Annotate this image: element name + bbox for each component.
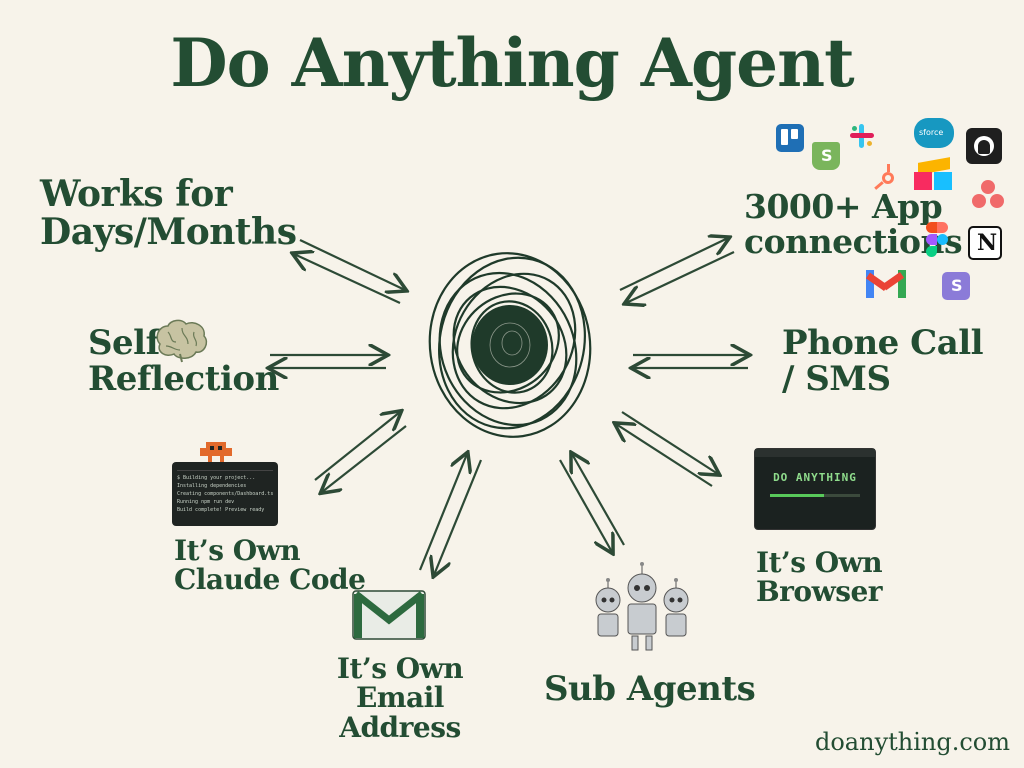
brain-icon xyxy=(156,319,208,363)
notion-icon: N xyxy=(968,226,1002,260)
trello-icon xyxy=(776,124,804,152)
asana-icon xyxy=(970,178,1006,212)
shopify-icon: S xyxy=(812,142,840,170)
robots-icon xyxy=(595,562,689,651)
airtable-icon xyxy=(912,157,956,194)
gmail-icon xyxy=(865,268,906,300)
stripe-icon: S xyxy=(942,272,970,300)
terminal-line: Installing dependencies xyxy=(177,483,247,489)
gmail-icon xyxy=(352,590,426,640)
salesforce-icon: sforce xyxy=(914,118,954,148)
label-phone-sms: Phone Call/ SMS xyxy=(782,323,984,399)
terminal-line: Build complete! Preview ready xyxy=(177,507,265,513)
hubspot-icon xyxy=(874,164,902,192)
terminal-line: $ Building your project... xyxy=(177,475,256,481)
page-title: Do Anything Agent xyxy=(170,24,854,102)
footer-domain[interactable]: doanything.com xyxy=(814,728,1010,756)
terminal-line: Creating components/Dashboard.tsx xyxy=(177,491,273,497)
terminal-line: Running npm run dev xyxy=(177,499,235,505)
label-sub-agents: Sub Agents xyxy=(544,669,756,709)
claude-code-terminal: $ Building your project... Installing de… xyxy=(172,462,278,526)
browser-progress-bar xyxy=(770,494,860,497)
agent-hub-scribble xyxy=(428,252,592,438)
browser-brand: DO ANYTHING xyxy=(773,471,857,484)
slack-icon xyxy=(848,122,876,150)
pixel-robot-icon xyxy=(200,442,232,464)
browser-window: DO ANYTHING xyxy=(754,448,876,530)
github-icon xyxy=(966,128,1002,164)
figma-icon xyxy=(926,222,948,258)
